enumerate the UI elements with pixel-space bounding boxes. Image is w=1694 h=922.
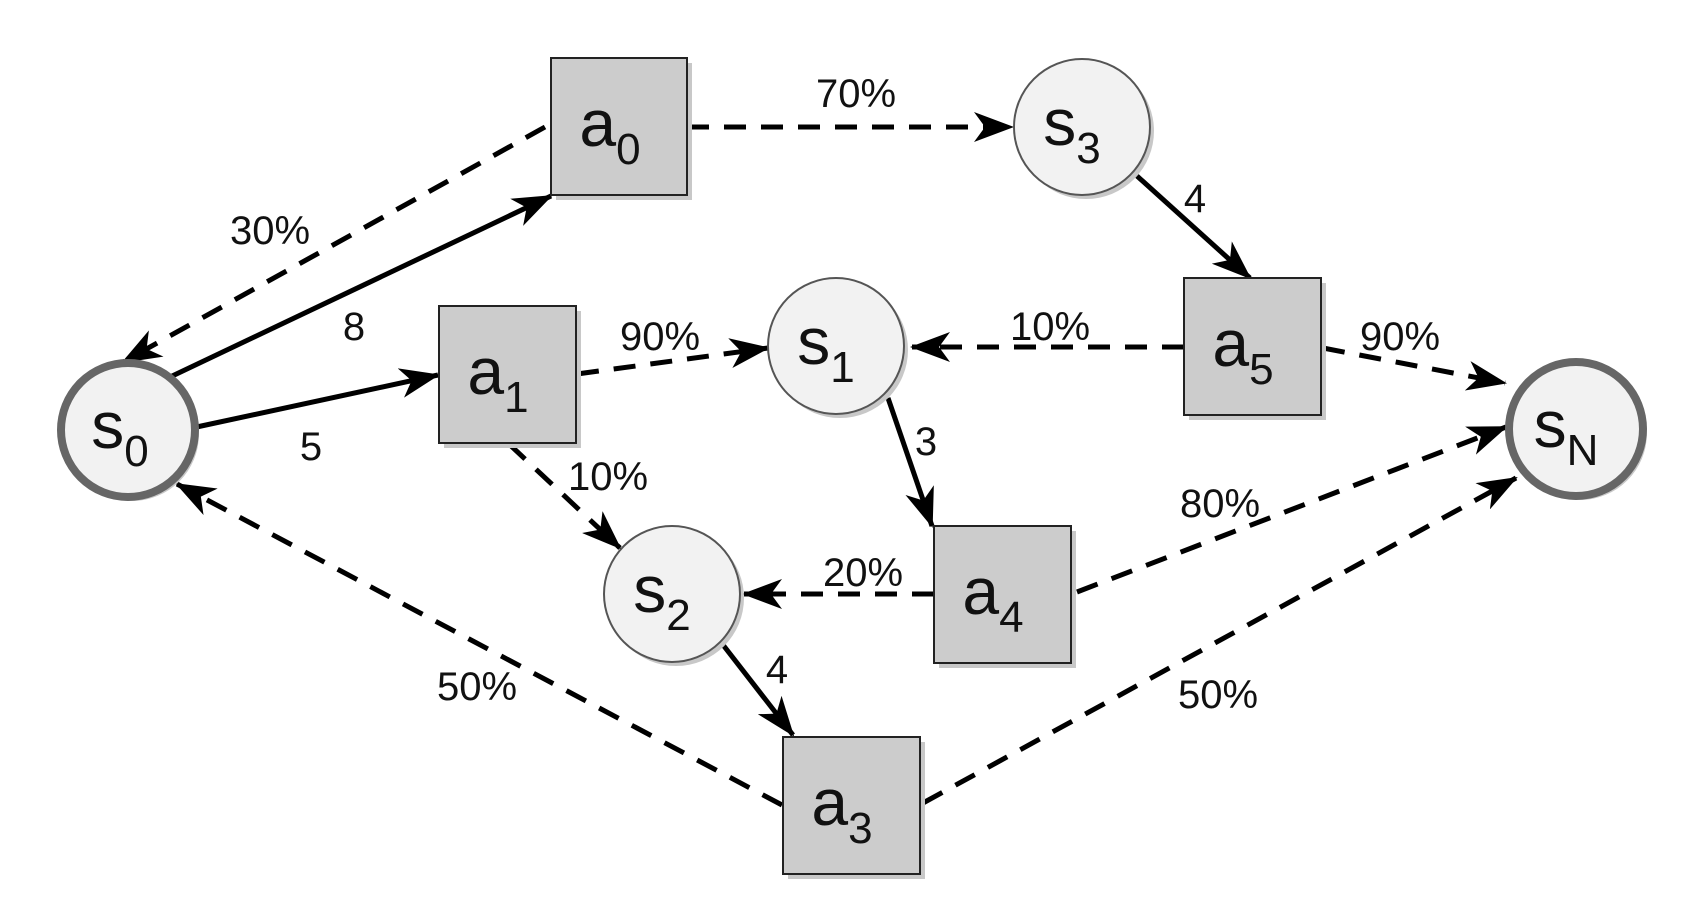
edge-label-a0-s0: 30% — [230, 209, 310, 253]
edge-label-a1-s2: 10% — [568, 455, 648, 499]
state-label-s1: s — [797, 304, 830, 378]
state-subscript-sN: N — [1567, 426, 1599, 475]
edge-s0-a1 — [191, 368, 440, 431]
edge-s0-a0 — [166, 193, 553, 381]
svg-text:s3: s3 — [1043, 85, 1100, 173]
edge-a3-sN — [921, 475, 1518, 806]
edge-label-a5-s1: 10% — [1010, 305, 1090, 349]
state-label-s3: s — [1043, 85, 1076, 159]
state-label-s0: s — [91, 388, 124, 462]
edge-label-a3-s0: 50% — [437, 665, 517, 709]
edge-s2-a3 — [718, 639, 795, 737]
action-label-a4: a — [962, 554, 999, 628]
edge-a0-s0 — [121, 124, 547, 365]
action-node-a4: a4 — [933, 525, 1076, 668]
edge-label-s1-a4: 3 — [915, 420, 937, 464]
state-subscript-s3: 3 — [1076, 124, 1100, 173]
state-subscript-s0: 0 — [124, 427, 148, 476]
action-subscript-a5: 5 — [1249, 345, 1273, 394]
edge-s3-a5 — [1135, 174, 1252, 280]
action-label-a3: a — [811, 765, 848, 839]
action-node-a1: a1 — [438, 305, 581, 448]
action-label-a1: a — [467, 334, 504, 408]
state-subscript-s2: 2 — [666, 591, 690, 640]
state-node-sN: sN — [1505, 358, 1647, 500]
svg-text:a0: a0 — [579, 86, 640, 174]
state-label-s2: s — [633, 552, 666, 626]
edge-label-a1-s1: 90% — [620, 315, 700, 359]
action-subscript-a3: 3 — [848, 804, 872, 853]
state-node-s3: s3 — [1013, 58, 1154, 199]
svg-text:sN: sN — [1534, 387, 1599, 475]
svg-text:a1: a1 — [467, 334, 528, 422]
action-subscript-a4: 4 — [999, 593, 1023, 642]
edge-a5-sN — [1322, 345, 1507, 391]
edge-a1-s2 — [507, 442, 622, 550]
action-node-a3: a3 — [782, 736, 925, 879]
edge-label-s0-a0: 8 — [343, 305, 365, 349]
action-label-a0: a — [579, 86, 616, 160]
edge-a3-s0 — [175, 481, 784, 808]
action-node-a5: a5 — [1183, 277, 1326, 420]
svg-text:s2: s2 — [633, 552, 690, 640]
edge-label-a0-s3: 70% — [816, 72, 896, 116]
action-subscript-a1: 1 — [504, 373, 528, 422]
edge-label-s2-a3: 4 — [766, 648, 788, 692]
edge-a4-sN — [1076, 424, 1508, 595]
edge-a1-s1 — [576, 338, 770, 377]
state-label-sN: s — [1534, 387, 1567, 461]
edge-label-a4-s2: 20% — [823, 551, 903, 595]
state-node-s1: s1 — [767, 277, 908, 418]
edge-label-a3-sN: 50% — [1178, 673, 1258, 717]
action-node-a0: a0 — [550, 57, 692, 200]
action-subscript-a0: 0 — [616, 125, 640, 174]
edge-label-a5-sN: 90% — [1360, 315, 1440, 359]
action-label-a5: a — [1212, 306, 1249, 380]
state-node-s0: s0 — [57, 359, 199, 501]
svg-text:a3: a3 — [811, 765, 872, 853]
edge-s1-a4 — [885, 397, 935, 528]
edge-label-s0-a1: 5 — [300, 425, 322, 469]
state-subscript-s1: 1 — [830, 343, 854, 392]
svg-text:s0: s0 — [91, 388, 148, 476]
edge-label-a4-sN: 80% — [1180, 482, 1260, 526]
edge-label-s3-a5: 4 — [1184, 177, 1206, 221]
state-node-s2: s2 — [603, 525, 744, 666]
svg-text:a5: a5 — [1212, 306, 1273, 394]
svg-text:a4: a4 — [962, 554, 1023, 642]
svg-text:s1: s1 — [797, 304, 854, 392]
